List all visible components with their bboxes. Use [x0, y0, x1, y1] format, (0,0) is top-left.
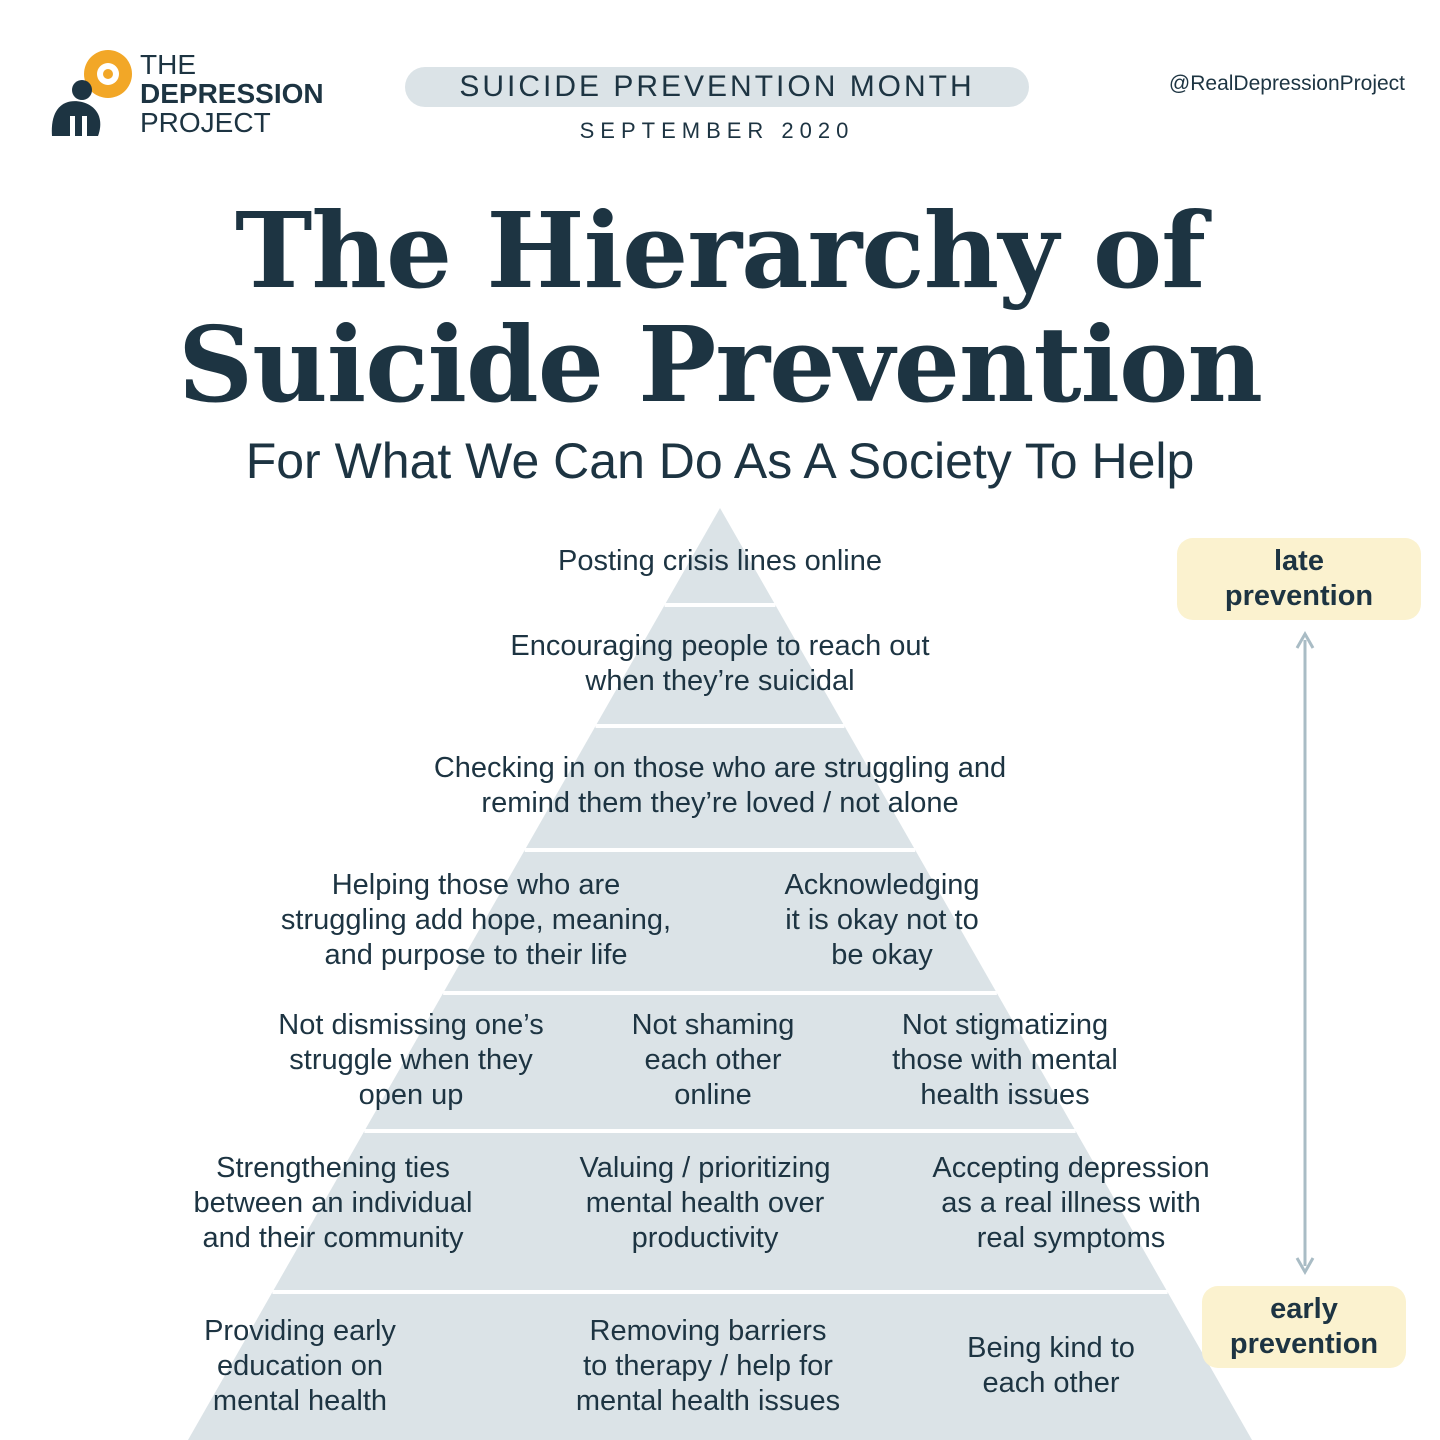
pyramid-shape — [188, 508, 1252, 1440]
brand-line-2: DEPRESSION — [140, 78, 324, 109]
pyramid-level-3-item-1: Checking in on those who are struggling … — [433, 752, 1007, 819]
late-prevention-tag: late prevention — [1177, 538, 1421, 620]
page-title-line-1: The Hierarchy of — [235, 189, 1206, 312]
brand-name: THE DEPRESSION PROJECT — [140, 50, 324, 137]
pyramid-dividers — [272, 603, 1168, 1294]
pyramid-level-1-item-1: Posting crisis lines online — [558, 545, 882, 577]
page-title-line-2: Suicide Prevention — [177, 303, 1263, 426]
event-title: SUICIDE PREVENTION MONTH — [459, 70, 975, 103]
scale-arrow-up-head — [1295, 630, 1315, 649]
early-prevention-tag: early prevention — [1202, 1286, 1406, 1368]
depression-project-logo-icon — [51, 50, 132, 136]
scale-arrow-down-head — [1295, 1257, 1315, 1276]
event-banner: SUICIDE PREVENTION MONTH — [405, 67, 1029, 107]
late-prevention-label: late prevention — [1224, 545, 1374, 612]
brand-line-3: PROJECT — [140, 107, 271, 138]
page-subtitle: For What We Can Do As A Society To Help — [245, 433, 1195, 489]
event-date: SEPTEMBER 2020 — [579, 118, 855, 143]
brand-line-1: THE — [140, 49, 196, 80]
social-handle: @RealDepressionProject — [1168, 72, 1405, 95]
early-prevention-label: early prevention — [1229, 1293, 1379, 1360]
